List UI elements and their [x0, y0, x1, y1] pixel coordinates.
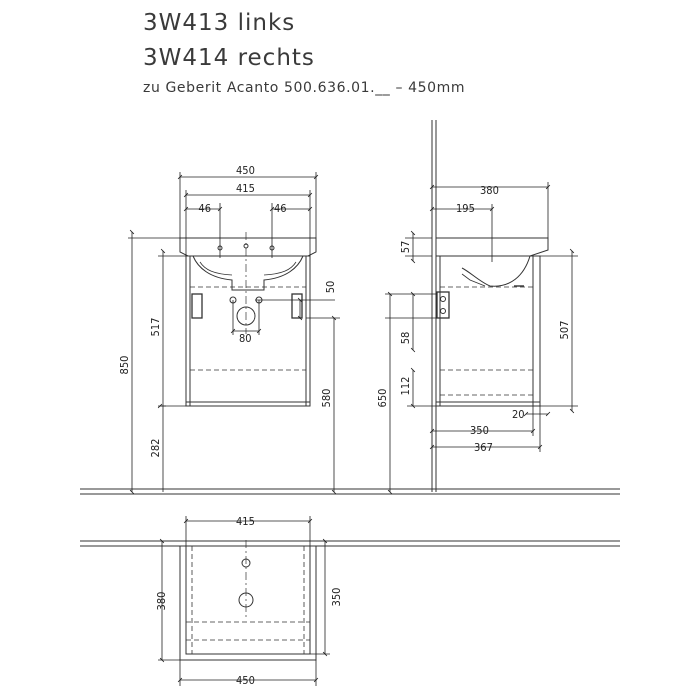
side-dimensions: [385, 182, 578, 495]
side-view: [435, 237, 549, 407]
cabinet-side: [435, 255, 541, 407]
dim-height-650: 650: [376, 389, 389, 408]
model-left-title: 3W413 links: [143, 10, 296, 36]
dim-front-offset-46-left: 46: [198, 202, 211, 215]
dim-front-width-450: 450: [236, 164, 255, 177]
dim-height-850: 850: [118, 356, 131, 375]
cabinet-front: [185, 255, 311, 407]
dim-height-580: 580: [320, 389, 333, 408]
dim-front-offset-46-right: 46: [274, 202, 287, 215]
title-block: 3W413 links 3W414 rechts zu Geberit Acan…: [0, 0, 700, 110]
dim-gap-20: 20: [512, 408, 525, 421]
front-dimensions: [128, 172, 340, 495]
side-dimension-labels: 380 195 57 58 507 650 112 20 350 367: [376, 184, 571, 454]
dim-top-width-450: 450: [236, 674, 255, 687]
dim-height-58: 58: [399, 332, 412, 345]
cabinet-top: [179, 545, 317, 661]
front-view: [179, 232, 317, 407]
dim-depth-380: 380: [480, 184, 499, 197]
basin-side: [435, 237, 549, 257]
dim-top-depth-350: 350: [330, 588, 343, 607]
front-dimension-labels: 450 415 46 46 850 517 282 580 50 80: [118, 164, 337, 457]
top-dimensions: [158, 516, 330, 686]
dim-height-507: 507: [558, 321, 571, 340]
top-dimension-labels: 415 380 350 450: [155, 515, 343, 687]
dim-basin-height-57: 57: [399, 241, 412, 254]
dim-height-112: 112: [399, 377, 412, 396]
dim-front-width-415: 415: [236, 182, 255, 195]
dim-top-depth-380: 380: [155, 592, 168, 611]
compatibility-note: zu Geberit Acanto 500.636.01.__ – 450mm: [143, 80, 466, 96]
top-view: [179, 540, 317, 661]
dim-hole-spacing-80: 80: [239, 332, 252, 345]
dim-height-282: 282: [149, 439, 162, 458]
model-right-title: 3W414 rechts: [143, 45, 315, 71]
dim-offset-50: 50: [324, 281, 337, 294]
dim-depth-195: 195: [456, 202, 475, 215]
dim-top-width-415: 415: [236, 515, 255, 528]
dim-depth-350: 350: [470, 424, 489, 437]
dim-height-517: 517: [149, 318, 162, 337]
dim-depth-367: 367: [474, 441, 493, 454]
